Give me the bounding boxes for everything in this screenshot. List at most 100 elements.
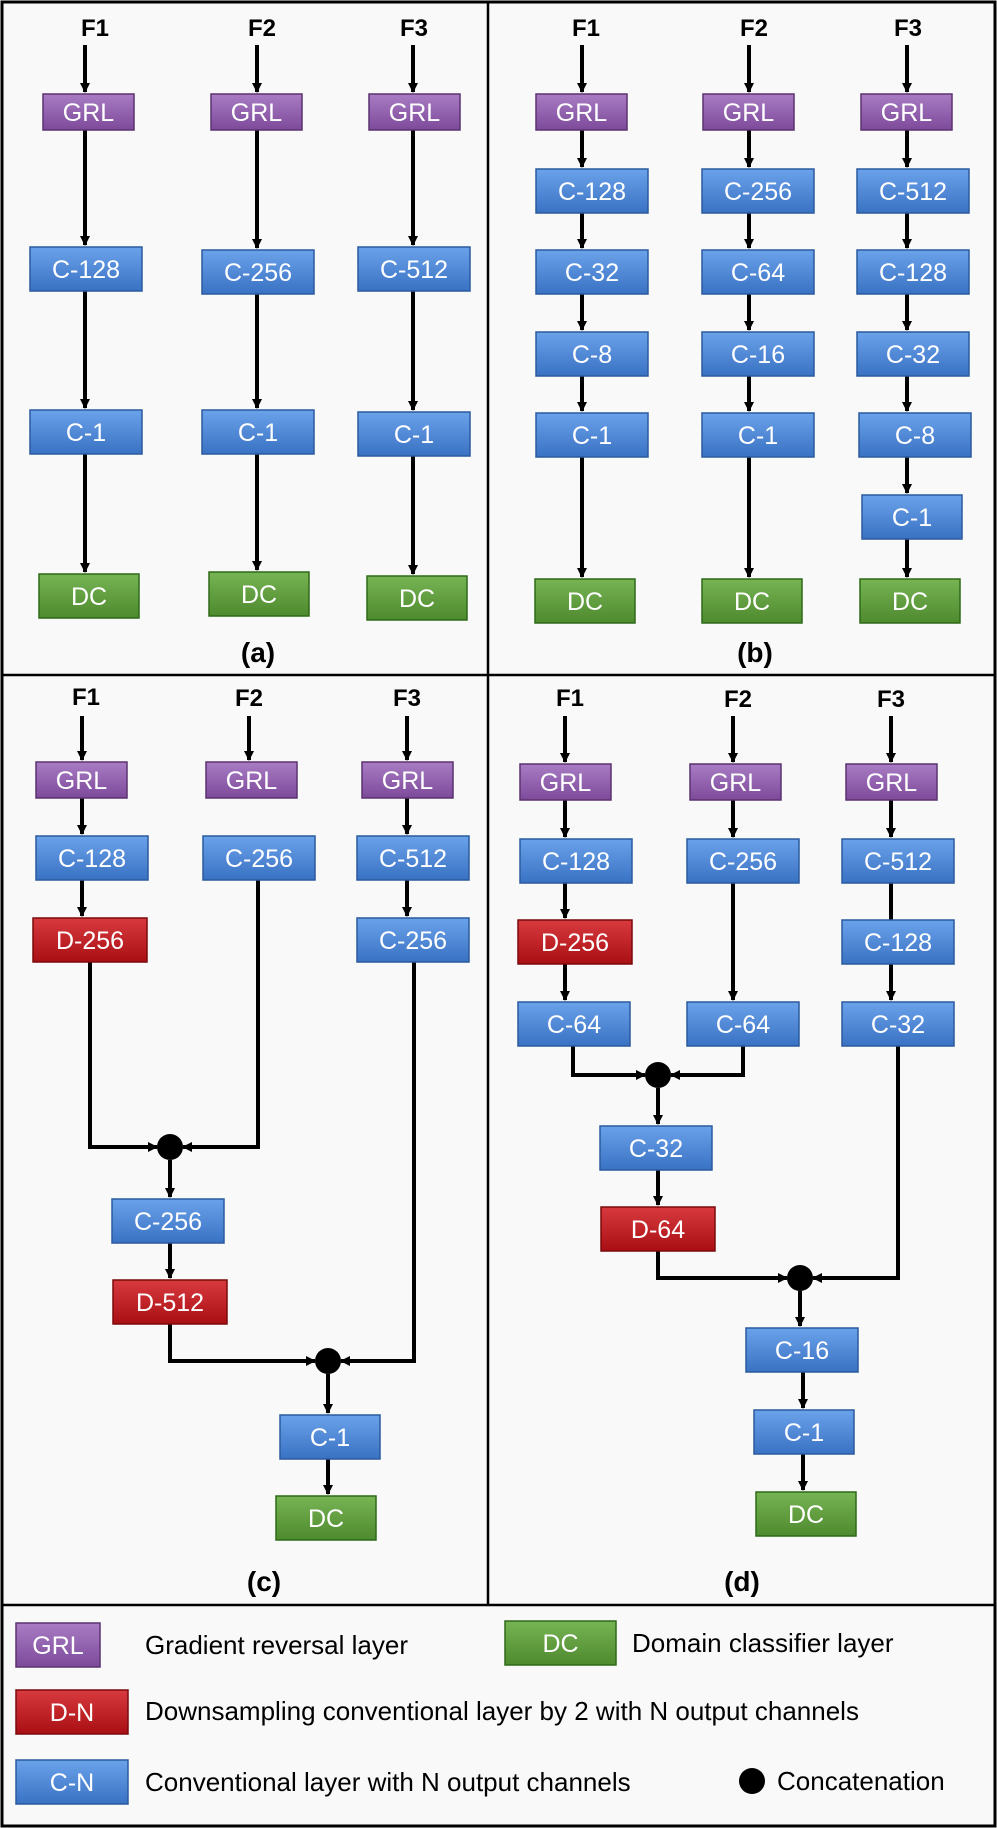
conv-node: C-1 — [29, 409, 143, 455]
grl-node-label: GRL — [382, 767, 434, 795]
legend-cn-key: C-N — [50, 1769, 94, 1797]
grl-node: GRL — [368, 93, 461, 131]
conv-node: C-256 — [202, 835, 316, 881]
grl-node: GRL — [845, 763, 938, 801]
conv-node: C-256 — [201, 249, 315, 295]
conv-node-label: C-256 — [724, 178, 792, 206]
edge — [168, 1324, 316, 1366]
edge — [182, 880, 260, 1152]
conv-node-label: C-64 — [731, 259, 785, 287]
conv-node: C-512 — [357, 246, 471, 292]
conv-node: C-32 — [599, 1125, 713, 1171]
conv-node-label: C-32 — [886, 341, 940, 369]
conv-node: C-64 — [517, 1001, 631, 1047]
conv-node: C-256 — [701, 168, 815, 214]
grl-node: GRL — [361, 761, 454, 799]
conv-node: C-8 — [535, 331, 649, 377]
conv-node: C-8 — [858, 412, 972, 458]
dc-node-label: DC — [71, 583, 107, 611]
conv-node: C-32 — [856, 331, 970, 377]
dc-node-label: DC — [567, 588, 603, 616]
conv-node: C-256 — [686, 838, 800, 884]
conv-node-label: C-1 — [66, 419, 106, 447]
dc-node: DC — [275, 1495, 377, 1541]
conv-node: C-1 — [357, 411, 471, 457]
conv-node-label: C-128 — [542, 848, 610, 876]
concat-node — [787, 1265, 813, 1291]
conv-node: C-16 — [701, 331, 815, 377]
grl-node-label: GRL — [881, 99, 933, 127]
concat-node — [157, 1134, 183, 1160]
downsample-node-label: D-64 — [631, 1216, 685, 1244]
conv-node-label: C-128 — [52, 256, 120, 284]
grl-node: GRL — [35, 761, 128, 799]
downsample-node-label: D-256 — [56, 927, 124, 955]
downsample-node: D-512 — [112, 1279, 228, 1325]
conv-node-label: C-32 — [565, 259, 619, 287]
conv-node: C-1 — [201, 409, 315, 455]
conv-node: C-1 — [701, 412, 815, 458]
conv-node-label: C-256 — [709, 848, 777, 876]
input-f2: F2 — [740, 15, 768, 42]
input-f1: F1 — [81, 15, 109, 42]
conv-node-label: C-1 — [394, 421, 434, 449]
input-f1: F1 — [72, 684, 100, 711]
caption-c: (c) — [247, 1566, 281, 1597]
legend-dn-key: D-N — [50, 1699, 94, 1727]
legend-dc-swatch: DC — [504, 1620, 617, 1666]
conv-node: C-128 — [856, 249, 970, 295]
conv-node-label: C-1 — [238, 419, 278, 447]
legend: GRL Gradient reversal layer DC Domain cl… — [15, 1620, 945, 1805]
conv-node-label: C-512 — [864, 848, 932, 876]
dc-node: DC — [366, 575, 468, 621]
conv-node-label: C-128 — [879, 259, 947, 287]
legend-grl-desc: Gradient reversal layer — [145, 1630, 408, 1660]
legend-dn-swatch: D-N — [15, 1689, 129, 1735]
concat-node — [315, 1348, 341, 1374]
legend-cn-swatch: C-N — [15, 1759, 129, 1805]
conv-node-label: C-512 — [879, 178, 947, 206]
input-f2: F2 — [248, 15, 276, 42]
legend-concat-icon — [739, 1768, 765, 1794]
conv-node-label: C-512 — [380, 256, 448, 284]
grl-node-label: GRL — [389, 99, 441, 127]
conv-node: C-64 — [686, 1001, 800, 1047]
downsample-node: D-256 — [517, 919, 633, 965]
grl-node: GRL — [42, 93, 135, 131]
conv-node: C-1 — [535, 412, 649, 458]
legend-dc-key: DC — [542, 1630, 578, 1658]
legend-grl-swatch: GRL — [15, 1622, 101, 1668]
grl-node-label: GRL — [63, 99, 115, 127]
conv-node: C-256 — [356, 917, 470, 963]
conv-node: C-1 — [753, 1409, 855, 1455]
input-f3: F3 — [877, 686, 905, 713]
conv-node: C-32 — [841, 1001, 955, 1047]
conv-node-label: C-16 — [731, 341, 785, 369]
dc-node-label: DC — [788, 1501, 824, 1529]
grl-node: GRL — [689, 763, 782, 801]
conv-node-label: C-1 — [572, 422, 612, 450]
legend-concat-desc: Concatenation — [777, 1766, 945, 1796]
conv-node: C-256 — [111, 1198, 225, 1244]
grl-node-label: GRL — [710, 769, 762, 797]
grl-node-label: GRL — [866, 769, 918, 797]
dc-node-label: DC — [892, 588, 928, 616]
downsample-node-label: D-512 — [136, 1289, 204, 1317]
conv-node-label: C-256 — [224, 259, 292, 287]
legend-grl-key: GRL — [32, 1632, 84, 1660]
conv-node: C-1 — [279, 1414, 381, 1460]
dc-node: DC — [755, 1491, 857, 1537]
conv-node-label: C-8 — [572, 341, 612, 369]
conv-node-label: C-16 — [775, 1337, 829, 1365]
edge — [812, 1046, 900, 1283]
dc-node: DC — [208, 571, 310, 617]
grl-node: GRL — [205, 761, 298, 799]
grl-node: GRL — [702, 93, 795, 131]
conv-node: C-128 — [535, 168, 649, 214]
conv-node: C-512 — [841, 838, 955, 884]
downsample-node: D-256 — [32, 917, 148, 963]
conv-node-label: C-1 — [310, 1424, 350, 1452]
conv-node-label: C-512 — [379, 845, 447, 873]
grl-node: GRL — [860, 93, 953, 131]
